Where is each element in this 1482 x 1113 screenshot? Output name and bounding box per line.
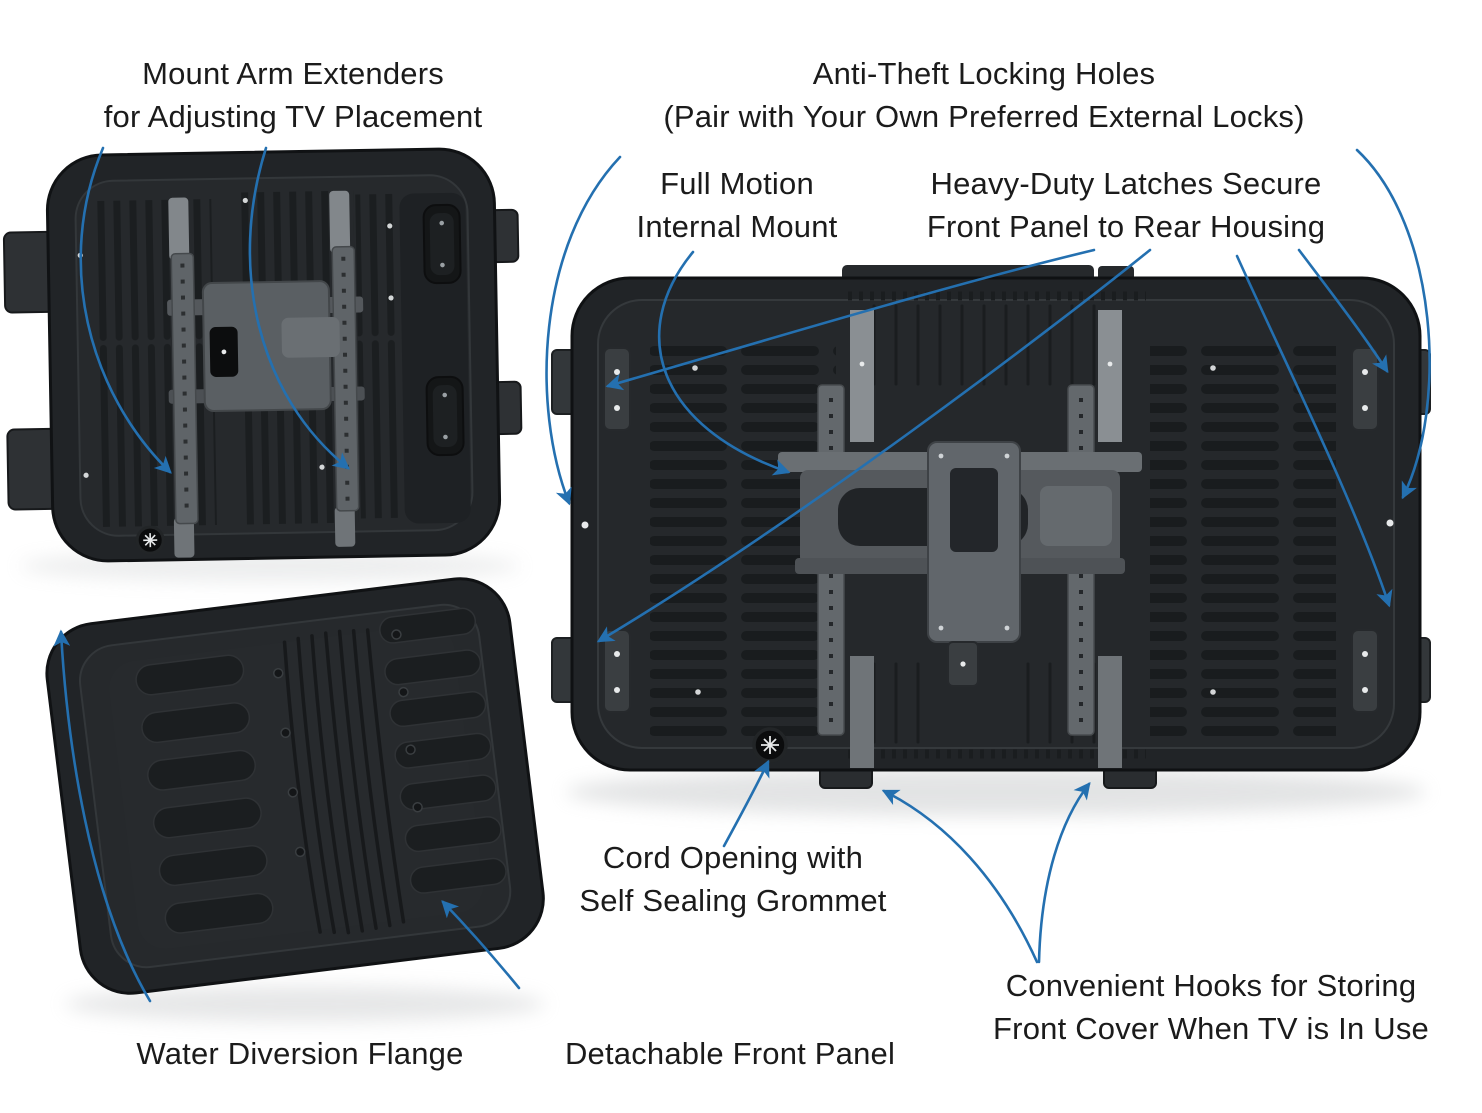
rib-texture	[355, 193, 405, 519]
arrow-anti-theft-left	[545, 155, 622, 506]
callout-convenient-hooks: Convenient Hooks for Storing Front Cover…	[993, 968, 1429, 1046]
rear-housing-open-view	[2, 147, 523, 563]
mount-arm-extender	[1098, 310, 1122, 442]
cord-grommet	[135, 525, 165, 555]
front-panel-inside-view	[45, 577, 545, 995]
panel-screws	[273, 629, 423, 858]
mount-arm-extender	[173, 517, 195, 558]
shadows	[20, 550, 1426, 1022]
annotation-arrows	[53, 146, 1431, 1003]
callout-anti-theft-locking-holes: Anti-Theft Locking Holes (Pair with Your…	[663, 56, 1305, 134]
arrow-mount-arm-right	[248, 146, 350, 470]
mount-arm-extender	[1098, 656, 1122, 768]
center-texture	[848, 291, 1146, 759]
callout-mount-arm-extenders: Mount Arm Extenders for Adjusting TV Pla…	[103, 56, 483, 134]
arrow-mount-arm-left	[79, 146, 172, 474]
mount-arm-extender	[850, 656, 874, 768]
callout-cord-opening: Cord Opening with Self Sealing Grommet	[579, 840, 887, 918]
panel-center-ridges	[282, 628, 406, 935]
callout-detachable-front-panel: Detachable Front Panel	[564, 1036, 896, 1071]
arrow-hook-left	[881, 789, 1039, 964]
arrow-latch-bottom-left	[596, 248, 1152, 643]
recessed-handle	[422, 203, 462, 285]
mount-arm-extender	[334, 506, 356, 547]
full-motion-mount	[778, 310, 1142, 768]
rib-texture	[1150, 342, 1336, 744]
mount-arm-extender	[168, 197, 190, 260]
anti-theft-lock-hole	[1386, 519, 1394, 527]
arrow-full-motion	[658, 250, 791, 476]
anti-theft-lock-hole	[581, 521, 589, 529]
tv-mount-small	[167, 190, 365, 558]
arrow-water-flange	[53, 629, 152, 1003]
screw-holes	[692, 365, 1216, 695]
arrow-cord-opening	[722, 759, 770, 848]
arrow-latch-top-right	[1297, 248, 1389, 374]
mount-rail	[170, 252, 199, 525]
panel-ribs-left	[135, 654, 274, 934]
arrow-front-panel	[441, 900, 521, 990]
recessed-handle	[425, 375, 465, 457]
mount-rail	[331, 245, 360, 512]
callout-water-diversion-flange: Water Diversion Flange	[136, 1036, 464, 1071]
rear-housing-front-view	[551, 265, 1431, 789]
folded-arm	[281, 316, 340, 358]
arrow-latch-bottom-right	[1235, 254, 1393, 608]
callout-full-motion-internal-mount: Full Motion Internal Mount	[636, 166, 838, 244]
arrow-anti-theft-right	[1355, 148, 1431, 500]
cord-grommet	[752, 727, 788, 763]
arrow-latch-top-left	[605, 248, 1096, 391]
arrow-hook-right	[1037, 781, 1091, 964]
mount-arm-extender	[329, 190, 351, 253]
callout-heavy-duty-latches: Heavy-Duty Latches Secure Front Panel to…	[926, 166, 1326, 244]
panel-ribs-right	[379, 607, 507, 894]
mount-arm-extender	[850, 310, 874, 442]
